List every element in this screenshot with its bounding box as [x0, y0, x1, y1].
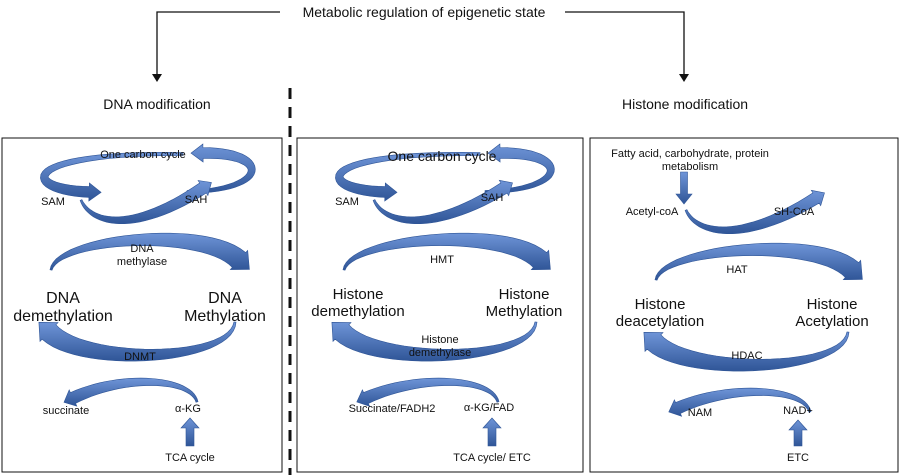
- dna-demethylation-label: DNA demethylation: [13, 290, 113, 326]
- ha-bottom-arc-arrow: [643, 331, 850, 372]
- branch-dna-modification: DNA modification: [103, 96, 211, 112]
- panel-dna-border: [1, 137, 283, 473]
- hm-bottom-arc-arrow: [331, 321, 538, 362]
- hm-out-branch-arrow: [356, 377, 500, 407]
- dna-enzyme-bottom-label: DNMT: [124, 351, 156, 363]
- hm-top-arc-arrow: [342, 232, 551, 271]
- hm-cycle-right-arrow: [484, 143, 555, 194]
- histone-acetylation-label: Histone Acetylation: [795, 296, 869, 331]
- dna-out-label: succinate: [42, 405, 90, 417]
- connector-arrowheads: [152, 74, 689, 82]
- dna-methylation-label: DNA Methylation: [184, 290, 266, 326]
- panel-dna-arrows: [38, 143, 256, 447]
- panel-histone-methyl-border: [296, 137, 584, 473]
- dna-sam-label: SAM: [41, 196, 65, 208]
- hm-product-branch-arrow: [372, 179, 513, 224]
- dna-sah-label: SAH: [184, 194, 208, 206]
- dna-top-arc-arrow: [49, 232, 250, 271]
- hm-sam-label: SAM: [335, 196, 359, 208]
- hm-enzyme-top-label: HMT: [430, 254, 454, 266]
- ha-source-top-label: Fatty acid, carbohydrate, protein metabo…: [611, 148, 769, 173]
- panel-histone-acetyl-arrows: [643, 171, 863, 447]
- dna-in-label: α-KG: [175, 403, 201, 415]
- dna-cycle-left-arrow: [40, 151, 184, 202]
- ha-out-branch-arrow: [668, 387, 812, 417]
- dna-out-branch-arrow: [63, 377, 199, 407]
- title-connectors: [156, 11, 685, 76]
- ha-metabolism-arrow: [675, 171, 693, 205]
- ha-enzyme-top-label: HAT: [726, 264, 748, 276]
- dna-enzyme-top-label: DNA methylase: [116, 243, 168, 268]
- dna-source-label: TCA cycle: [165, 452, 215, 464]
- hm-source-label: TCA cycle/ ETC: [453, 452, 531, 464]
- hm-source-arrow: [482, 417, 502, 447]
- ha-enzyme-bottom-label: HDAC: [731, 350, 763, 362]
- panel-histone-acetyl-border: [589, 137, 899, 473]
- hm-cycle-label: One carbon cycle: [387, 148, 497, 164]
- diagram-title: Metabolic regulation of epigenetic state: [302, 4, 546, 20]
- dna-cycle-right-arrow: [186, 143, 256, 194]
- dna-bottom-arc-arrow: [38, 321, 237, 362]
- dna-product-branch-arrow: [79, 180, 212, 224]
- branch-histone-modification: Histone modification: [621, 96, 749, 112]
- ha-product-label: SH-CoA: [773, 206, 815, 218]
- ha-in-label: NAD+: [783, 405, 813, 417]
- ha-source-arrow: [788, 419, 808, 447]
- hm-cycle-left-arrow: [335, 151, 481, 202]
- histone-demethylation-label: Histone demethylation: [311, 286, 405, 321]
- ha-product-branch-arrow: [684, 189, 825, 234]
- ha-source-label: ETC: [787, 452, 809, 464]
- hm-out-label: Succinate/FADH2: [348, 403, 436, 415]
- ha-out-label: NAM: [687, 407, 713, 419]
- ha-donor-label: Acetyl-coA: [625, 206, 679, 218]
- dna-source-arrow: [180, 417, 200, 447]
- panel-histone-methyl-arrows: [331, 143, 555, 447]
- histone-methylation-label: Histone Methylation: [485, 286, 563, 321]
- dna-cycle-label: One carbon cycle: [100, 149, 186, 161]
- histone-deacetylation-label: Histone deacetylation: [615, 296, 705, 331]
- hm-enzyme-bottom-label: Histone demethylase: [408, 334, 472, 359]
- hm-in-label: α-KG/FAD: [463, 402, 515, 414]
- hm-sah-label: SAH: [480, 192, 504, 204]
- ha-top-arc-arrow: [654, 242, 863, 281]
